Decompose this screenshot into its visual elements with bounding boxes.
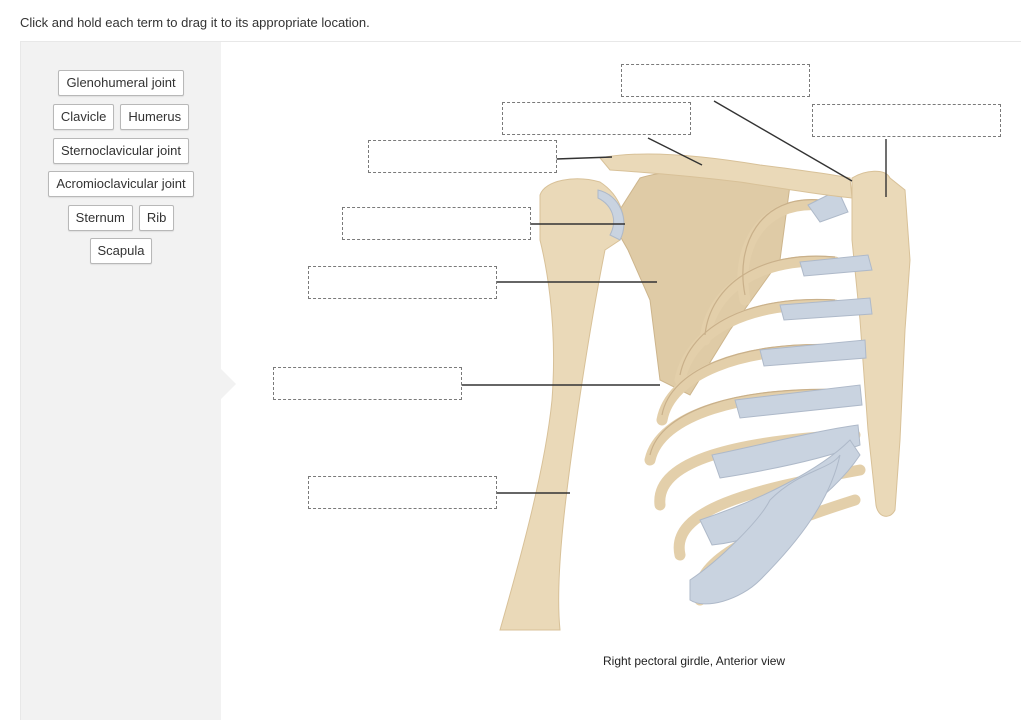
- drop-target-8[interactable]: [308, 476, 497, 509]
- term-scapula[interactable]: Scapula: [89, 238, 153, 264]
- drop-target-6[interactable]: [308, 266, 497, 299]
- drop-target-7[interactable]: [273, 367, 462, 400]
- term-acromioclavicular-joint[interactable]: Acromioclavicular joint: [48, 171, 194, 197]
- drop-target-4[interactable]: [368, 140, 557, 173]
- instruction-text: Click and hold each term to drag it to i…: [20, 15, 370, 30]
- humerus-shape: [499, 178, 625, 631]
- term-rib[interactable]: Rib: [138, 205, 175, 231]
- term-sternoclavicular-joint[interactable]: Sternoclavicular joint: [53, 138, 189, 164]
- drop-target-2[interactable]: [502, 102, 691, 135]
- clavicle-shape: [599, 153, 853, 199]
- term-clavicle[interactable]: Clavicle: [52, 104, 115, 130]
- term-humerus[interactable]: Humerus: [120, 104, 190, 130]
- drop-target-3[interactable]: [812, 104, 1001, 137]
- term-bank-pointer: [221, 369, 236, 399]
- term-glenohumeral-joint[interactable]: Glenohumeral joint: [58, 70, 184, 96]
- activity-panel: [20, 41, 1021, 720]
- term-row-6: Scapula: [21, 238, 221, 264]
- figure-caption: Right pectoral girdle, Anterior view: [603, 654, 786, 668]
- term-row-3: Sternoclavicular joint: [21, 138, 221, 164]
- drop-target-1[interactable]: [621, 64, 810, 97]
- term-row-5: Sternum Rib: [21, 205, 221, 231]
- drop-target-5[interactable]: [342, 207, 531, 240]
- term-sternum[interactable]: Sternum: [67, 205, 133, 231]
- term-row-4: Acromioclavicular joint: [21, 171, 221, 197]
- term-row-2: Clavicle Humerus: [21, 104, 221, 130]
- term-row-1: Glenohumeral joint: [21, 70, 221, 96]
